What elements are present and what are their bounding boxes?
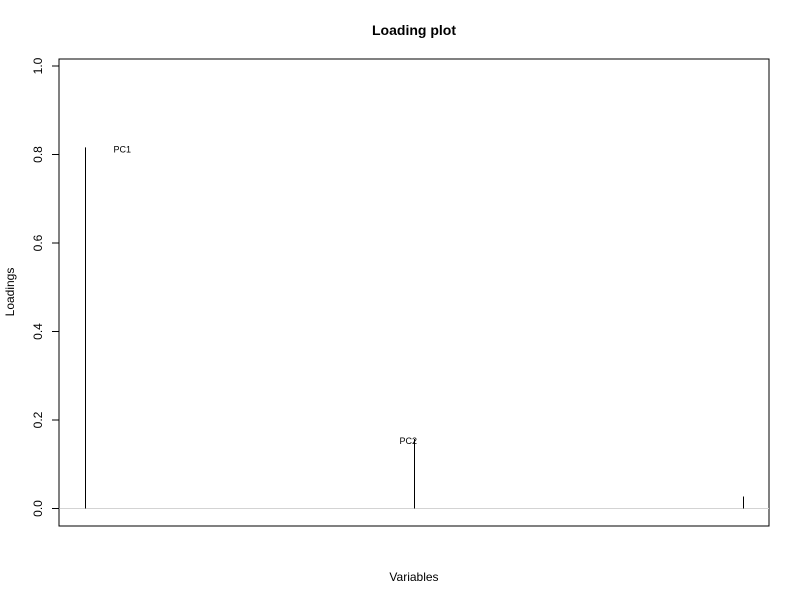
x-axis-label: Variables — [389, 570, 438, 584]
loading-bar-label: PC1 — [114, 144, 132, 154]
y-axis-label: Loadings — [3, 268, 17, 317]
y-tick-label: 0.0 — [31, 500, 45, 517]
loading-bar-label: PC2 — [400, 436, 418, 446]
y-tick-label: 0.4 — [31, 323, 45, 340]
y-tick-label: 0.6 — [31, 234, 45, 251]
y-tick-label: 0.8 — [31, 146, 45, 163]
y-axis-ticks: 0.0 0.2 0.4 0.6 0.8 1.0 — [31, 57, 59, 517]
chart-title: Loading plot — [372, 22, 456, 38]
y-tick-label: 0.2 — [31, 411, 45, 428]
loading-bars — [85, 147, 744, 509]
y-tick-label: 1.0 — [31, 57, 45, 74]
